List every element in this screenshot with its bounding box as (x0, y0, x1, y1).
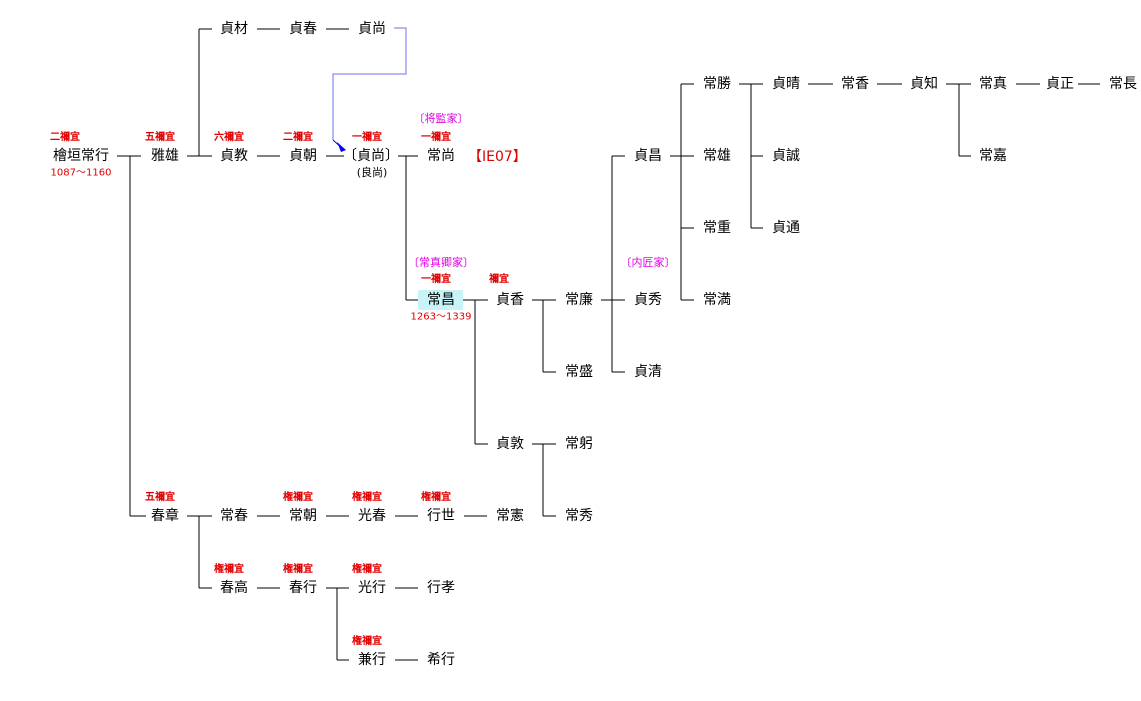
person: 貞通 (772, 220, 800, 236)
person: 常重 (703, 220, 731, 236)
person: 常満 (703, 292, 731, 308)
lifespan: 1087～1160 (50, 167, 112, 179)
person: 兼行 (358, 652, 386, 668)
person: 常憲 (496, 508, 524, 524)
person: 雅雄 (151, 148, 179, 164)
person: 光春 (358, 508, 386, 524)
title-label: 一禰宜 (421, 132, 451, 143)
person: 貞敦 (496, 436, 524, 452)
title-label: 一禰宜 (421, 274, 451, 285)
person: 常廉 (565, 292, 593, 308)
title-label: 二禰宜 (50, 132, 80, 143)
person: 貞清 (634, 364, 662, 380)
title-label: 二禰宜 (283, 132, 313, 143)
title-label: 禰宜 (489, 274, 509, 285)
person: 常春 (220, 508, 248, 524)
person: 常長 (1109, 76, 1137, 92)
house-label: 〔将監家〕 (413, 112, 469, 125)
person: 光行 (358, 580, 386, 596)
alias-label: (良尚) (356, 166, 388, 179)
person: 春高 (220, 580, 248, 596)
person: 檜垣常行 (53, 148, 109, 164)
person: 常真 (979, 76, 1007, 92)
person: 常尚 (427, 148, 455, 164)
person: 貞香 (496, 292, 524, 308)
lifespan: 1263～1339 (410, 311, 472, 323)
person: 〔貞尚〕 (343, 148, 399, 164)
person: 常秀 (565, 508, 593, 524)
person: 貞教 (220, 148, 248, 164)
person: 春章 (151, 508, 179, 524)
title-label: 権禰宜 (352, 492, 382, 503)
title-label: 五禰宜 (145, 492, 175, 503)
title-label: 権禰宜 (352, 564, 382, 575)
person: 貞尚 (358, 21, 386, 37)
person-highlighted: 常昌 (427, 292, 455, 308)
person: 貞春 (289, 21, 317, 37)
person: 常朝 (289, 508, 317, 524)
person: 春行 (289, 580, 317, 596)
person: 貞知 (910, 76, 938, 92)
person: 常盛 (565, 364, 593, 380)
person: 常雄 (703, 148, 731, 164)
title-label: 一禰宜 (352, 132, 382, 143)
person: 常香 (841, 76, 869, 92)
person: 貞材 (220, 21, 248, 37)
title-label: 権禰宜 (283, 492, 313, 503)
house-label: 〔常真卿家〕 (408, 256, 474, 269)
title-label: 六禰宜 (214, 132, 244, 143)
person: 貞誠 (772, 148, 800, 164)
person: 貞正 (1046, 76, 1074, 92)
code-label: 【IE07】 (468, 149, 527, 165)
person: 常躬 (565, 436, 593, 452)
title-label: 権禰宜 (214, 564, 244, 575)
person: 行孝 (427, 580, 455, 596)
person: 希行 (427, 652, 455, 668)
title-label: 権禰宜 (352, 636, 382, 647)
person: 常勝 (703, 76, 731, 92)
highlight-box (418, 290, 463, 310)
house-label: 〔内匠家〕 (620, 256, 676, 269)
title-label: 権禰宜 (283, 564, 313, 575)
person: 行世 (427, 508, 455, 524)
adoption-link (332, 27, 407, 140)
person: 貞晴 (772, 76, 800, 92)
person: 常嘉 (979, 148, 1007, 164)
title-label: 権禰宜 (421, 492, 451, 503)
person: 貞朝 (289, 148, 317, 164)
person: 貞昌 (634, 148, 662, 164)
title-label: 五禰宜 (145, 132, 175, 143)
person: 貞秀 (634, 292, 662, 308)
